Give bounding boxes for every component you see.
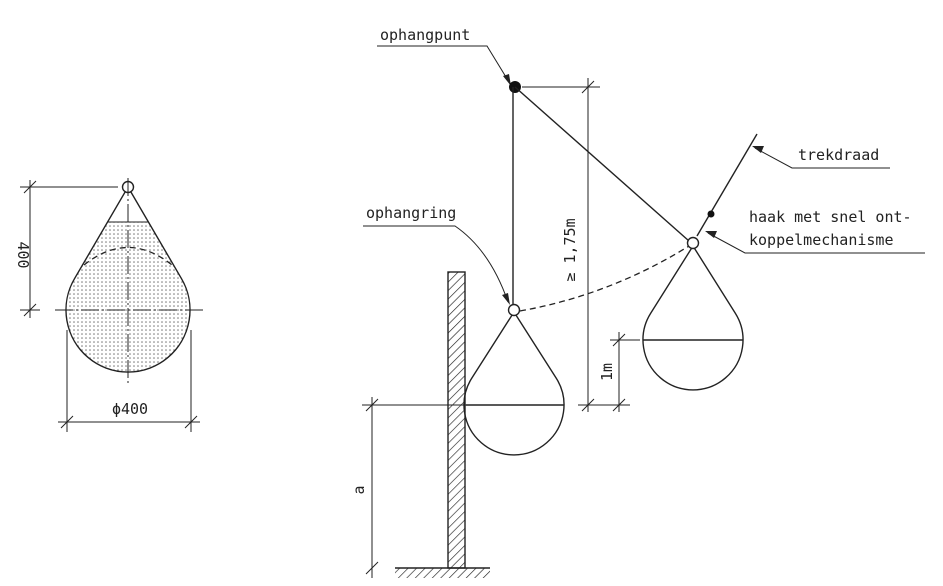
- sand-fill: [66, 222, 190, 373]
- hook-label-line1: haak met snel ont-: [749, 208, 912, 226]
- rope-pulled: [514, 86, 690, 242]
- bag-pulled: [642, 244, 744, 391]
- hook-icon: [707, 210, 715, 218]
- bag-detail: 400 ϕ400: [14, 178, 205, 432]
- swing-arc: [519, 245, 690, 312]
- post: [447, 271, 466, 569]
- a-dimension-label: a: [350, 485, 368, 494]
- suspension-ring-leader: [363, 225, 509, 303]
- suspension-point-label: ophangpunt: [380, 26, 470, 44]
- pull-wire: [696, 133, 758, 237]
- ring-icon: [507, 303, 521, 317]
- hook-leader: [707, 232, 925, 254]
- suspension-point-leader: [377, 45, 510, 83]
- ring-icon: [686, 236, 700, 250]
- pull-wire-label: trekdraad: [798, 146, 879, 164]
- ground: [395, 568, 490, 578]
- suspension-ring-label: ophangring: [366, 204, 456, 222]
- setup-diagram: ophangpunt ≥ 1,75m ophangring 1m: [350, 26, 925, 578]
- pull-wire-leader: [754, 147, 890, 169]
- min-height-label: ≥ 1,75m: [561, 218, 579, 281]
- diameter-dimension-label: ϕ400: [112, 400, 148, 418]
- inner-dashed-arc: [83, 246, 173, 266]
- one-meter-label: 1m: [598, 363, 616, 381]
- bag-hanging: [463, 310, 565, 456]
- hook-label-line2: koppelmechanisme: [749, 231, 894, 249]
- height-dimension-label: 400: [14, 241, 32, 268]
